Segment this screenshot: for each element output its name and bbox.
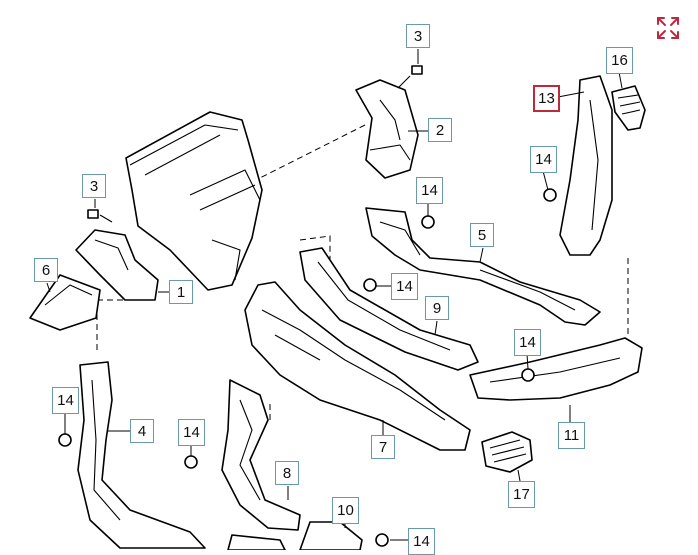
callout-c14f[interactable]: 14 — [178, 419, 205, 446]
part-11-duct[interactable] — [469, 337, 643, 401]
callout-c13[interactable]: 13 — [533, 85, 560, 112]
expand-arrows-icon[interactable] — [655, 15, 681, 41]
callout-c14a[interactable]: 14 — [530, 146, 557, 173]
part-13-vertical-duct[interactable] — [559, 75, 613, 256]
part-1-elbow[interactable] — [75, 229, 159, 301]
callout-c14e[interactable]: 14 — [52, 387, 79, 414]
callout-c8[interactable]: 8 — [275, 461, 299, 485]
callout-c6[interactable]: 6 — [34, 258, 58, 282]
callout-c14b[interactable]: 14 — [416, 177, 443, 204]
part-17-vent[interactable] — [481, 431, 533, 473]
part-6-vent[interactable] — [29, 274, 101, 331]
part-4-duct[interactable] — [77, 361, 206, 549]
callout-c10[interactable]: 10 — [332, 497, 359, 524]
clip-14-group — [58, 188, 557, 547]
screw-3-left[interactable] — [87, 209, 113, 223]
part-9-duct[interactable] — [299, 247, 479, 371]
part-5-duct[interactable] — [365, 207, 601, 326]
callout-c14g[interactable]: 14 — [408, 528, 435, 555]
callout-c4[interactable]: 4 — [130, 419, 154, 443]
leader-lines — [46, 49, 623, 541]
callout-c11[interactable]: 11 — [558, 422, 585, 449]
callout-c7[interactable]: 7 — [371, 435, 395, 459]
part-8-duct[interactable] — [221, 379, 301, 531]
callout-c16[interactable]: 16 — [606, 47, 633, 74]
callout-c14c[interactable]: 14 — [391, 273, 418, 300]
callout-c3b[interactable]: 3 — [82, 174, 106, 198]
part-2-duct[interactable] — [355, 79, 419, 179]
callout-c9[interactable]: 9 — [425, 296, 449, 320]
part-16-grille[interactable] — [611, 85, 646, 131]
callout-c3a[interactable]: 3 — [406, 24, 430, 48]
callout-c2[interactable]: 2 — [428, 118, 452, 142]
heater-housing[interactable] — [125, 111, 263, 291]
callout-c14d[interactable]: 14 — [514, 329, 541, 356]
part-10-duct[interactable] — [227, 521, 363, 550]
part-7-center-duct[interactable] — [244, 281, 471, 451]
screw-3-upper[interactable] — [397, 65, 423, 89]
callout-c17[interactable]: 17 — [508, 481, 535, 508]
callout-c1[interactable]: 1 — [169, 280, 193, 304]
callout-c5[interactable]: 5 — [470, 223, 494, 247]
